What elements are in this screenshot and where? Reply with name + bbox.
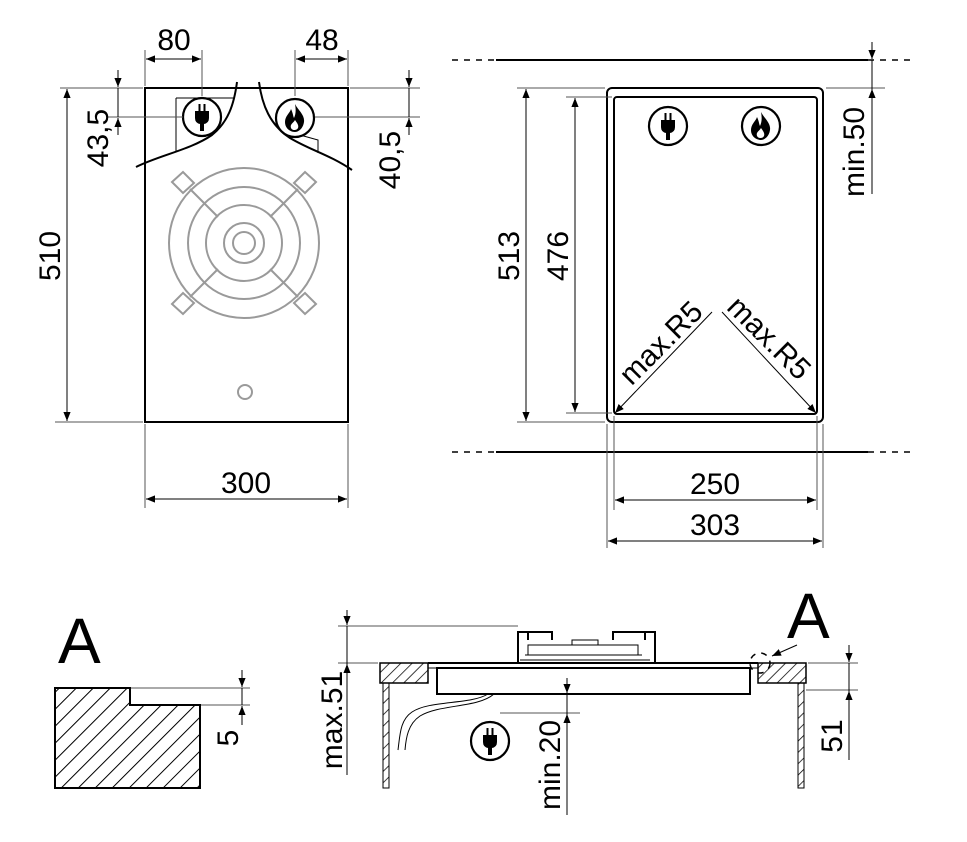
hob-body (436, 667, 751, 695)
dim-plug-depth: 43,5 (82, 109, 115, 167)
left-connection-curve (135, 81, 238, 168)
dim-gas-offset: 48 (305, 24, 338, 57)
worktop-right (757, 662, 807, 684)
dim-gas-depth: 40,5 (374, 131, 407, 189)
detail-label: A (58, 605, 101, 677)
dim-max-height: max.51 (316, 671, 349, 769)
dim-radius-left: max.R5 (613, 295, 709, 391)
hob-top-view: 80 48 43,5 40,5 510 300 (34, 24, 420, 508)
side-label: A (787, 580, 830, 652)
dim-worktop: 51 (816, 719, 849, 752)
dim-outer-height: 513 (493, 231, 526, 281)
cutout-view: max.R5 max.R5 min.50 513 476 250 303 (452, 42, 910, 548)
power-cable (397, 693, 489, 751)
dim-inner-width: 250 (690, 468, 740, 501)
dim-width: 300 (221, 467, 271, 500)
dim-outer-width: 303 (690, 509, 740, 542)
hob-outline (144, 87, 349, 423)
plug-icon (647, 105, 689, 147)
flame-icon (740, 105, 782, 147)
plug-icon (469, 720, 511, 762)
dim-inner-height: 476 (542, 231, 575, 281)
burner-grate (168, 167, 320, 319)
cutout-inner (613, 96, 818, 415)
pan-support (517, 631, 656, 663)
worktop-left (379, 662, 429, 684)
right-connection-curve (258, 81, 353, 171)
dim-plug-offset: 80 (157, 24, 190, 57)
flame-icon (274, 97, 316, 139)
detail-a: A 5 (54, 605, 250, 789)
dim-min-top: min.50 (838, 107, 871, 197)
dim-radius-right: max.R5 (721, 290, 817, 386)
plug-icon (181, 96, 223, 138)
cutout-outer (606, 87, 824, 423)
dim-step: 5 (212, 730, 245, 747)
knob (237, 384, 253, 400)
dim-min-below: min.20 (534, 720, 567, 810)
dim-height: 510 (34, 231, 67, 281)
side-section: A max.51 (316, 580, 858, 815)
worktop-section (54, 687, 201, 789)
